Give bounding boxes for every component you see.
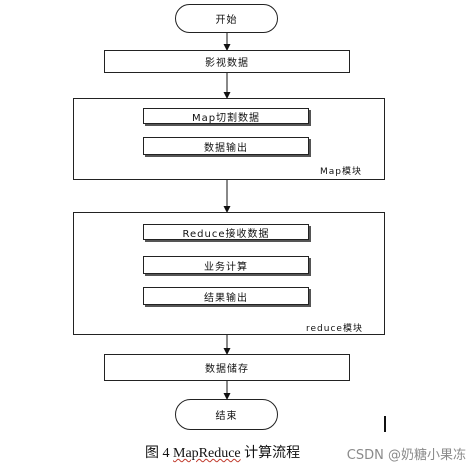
reduce-receive-node — [143, 224, 309, 240]
start-node — [175, 4, 278, 33]
caption-mapreduce: MapReduce — [173, 446, 241, 461]
result-output-node — [143, 287, 309, 305]
start-node-label: 开始 — [215, 15, 238, 26]
caption-prefix: 图 4 — [145, 446, 173, 461]
business-calc-node — [143, 256, 309, 274]
video-data-node-label: 影视数据 — [205, 58, 249, 69]
data-output-node-label: 数据输出 — [204, 142, 248, 154]
data-output-node — [143, 137, 309, 155]
end-node — [175, 399, 278, 430]
map-module-label: Map模块 — [320, 167, 362, 177]
csdn-watermark: CSDN @奶糖小果冻 — [346, 448, 466, 463]
result-output-node-label: 结果输出 — [204, 292, 248, 304]
text-cursor — [384, 416, 386, 432]
caption-suffix: 计算流程 — [240, 446, 301, 461]
data-storage-node — [104, 354, 350, 381]
figure-caption: 图 4 MapReduce 计算流程 — [145, 442, 300, 462]
data-storage-node-label: 数据储存 — [205, 364, 249, 375]
map-split-node — [143, 108, 309, 124]
end-node-label: 结束 — [215, 411, 238, 422]
map-split-node-label: Map切割数据 — [191, 112, 261, 124]
business-calc-node-label: 业务计算 — [204, 261, 248, 273]
video-data-node — [104, 50, 350, 73]
reduce-receive-node-label: Reduce接收数据 — [182, 228, 270, 240]
reduce-module-label: reduce模块 — [306, 324, 363, 334]
